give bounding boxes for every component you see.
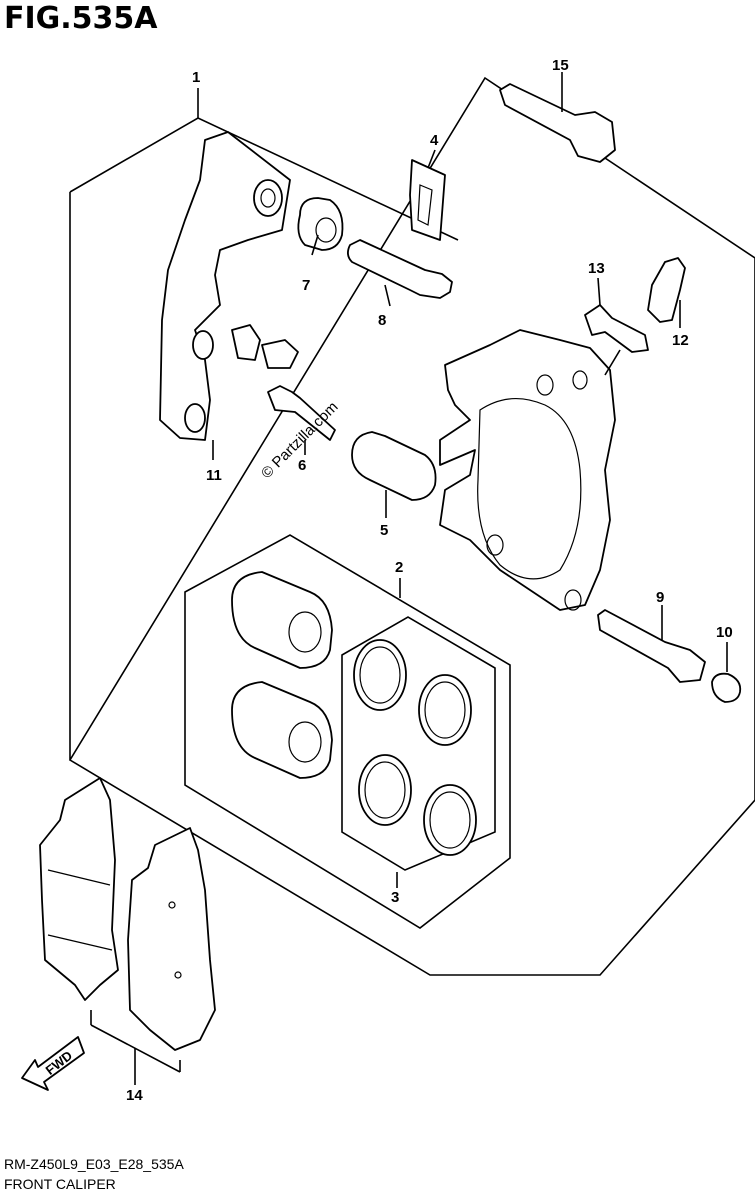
callout-7: 7 — [302, 277, 310, 294]
pad-clip[interactable] — [231, 324, 299, 369]
piston-lower[interactable] — [231, 681, 333, 779]
brake-pad-outer[interactable] — [39, 777, 119, 1001]
callout-1: 1 — [192, 69, 200, 86]
callout-3: 3 — [391, 889, 399, 906]
caliper-pin[interactable] — [347, 239, 453, 299]
piston-kit-outline — [184, 534, 511, 929]
piston-seal-1[interactable] — [353, 639, 407, 711]
piston-seal-4[interactable] — [423, 784, 477, 856]
callout-4: 4 — [430, 132, 439, 149]
callout-6: 6 — [298, 457, 306, 474]
fwd-arrow-icon: FWD — [21, 1036, 85, 1091]
caliper-body[interactable] — [439, 329, 616, 611]
callout-2: 2 — [395, 559, 403, 576]
pad-spring[interactable] — [409, 159, 446, 241]
caliper-bolt[interactable] — [499, 83, 616, 163]
bleeder-valve[interactable] — [647, 257, 686, 323]
bleeder-cap[interactable] — [584, 304, 649, 353]
caliper-bracket[interactable] — [159, 131, 291, 441]
callout-5: 5 — [380, 522, 388, 539]
callout-10: 10 — [716, 624, 733, 641]
brake-pad-inner[interactable] — [127, 827, 216, 1051]
figure-title: FIG.535A — [4, 1, 158, 36]
callout-14: 14 — [126, 1087, 143, 1104]
pin-cap[interactable] — [711, 672, 742, 703]
boot[interactable] — [297, 197, 344, 251]
figure-name: FRONT CALIPER — [4, 1176, 116, 1192]
slide-pin[interactable] — [597, 609, 706, 683]
figure-code: RM-Z450L9_E03_E28_535A — [4, 1156, 184, 1172]
piston-seal-2[interactable] — [418, 674, 472, 746]
callout-8: 8 — [378, 312, 386, 329]
leader-lines — [90, 72, 728, 1085]
callout-9: 9 — [656, 589, 664, 606]
pad-pin[interactable] — [267, 385, 336, 441]
callout-15: 15 — [552, 57, 569, 74]
callout-11: 11 — [206, 467, 222, 484]
piston-upper[interactable] — [231, 571, 333, 669]
piston-seal-3[interactable] — [358, 754, 412, 826]
slide-boot[interactable] — [351, 431, 437, 501]
callout-12: 12 — [672, 332, 689, 349]
callout-13: 13 — [588, 260, 605, 277]
seal-kit-outline — [341, 616, 496, 871]
